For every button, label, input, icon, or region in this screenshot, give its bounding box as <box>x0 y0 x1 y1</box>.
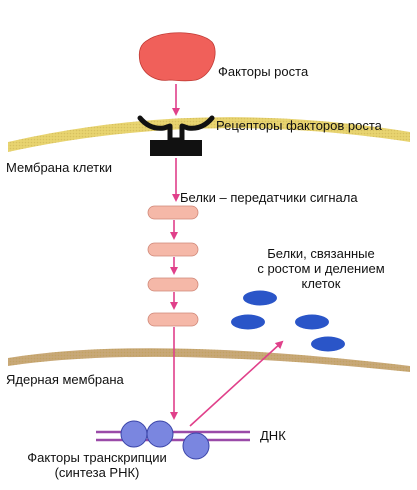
arrow-dna-to-proteins <box>189 340 284 427</box>
label-cell-membrane: Мембрана клетки <box>6 160 113 175</box>
nuclear-membrane-texture <box>8 348 410 372</box>
label-transcription-line2: (синтеза РНК) <box>54 465 140 480</box>
label-receptors: Рецепторы факторов роста <box>216 118 382 133</box>
label-transcription-factors: Факторы транскрипции (синтеза РНК) <box>8 450 186 480</box>
label-transcription-line1: Факторы транскрипции <box>27 450 167 465</box>
label-nuclear-membrane: Ядерная мембрана <box>6 372 124 387</box>
signal-protein-3 <box>147 277 199 292</box>
label-growth-proteins-line3: клеток <box>301 276 341 291</box>
label-growth-factors: Факторы роста <box>218 64 309 79</box>
growth-protein-3 <box>295 314 329 330</box>
label-growth-proteins-line2: с ростом и делением <box>257 261 385 276</box>
signal-protein-1 <box>147 205 199 220</box>
label-growth-proteins: Белки, связанные с ростом и делением кле… <box>246 246 396 291</box>
transcription-factor-1 <box>120 420 148 448</box>
label-dna: ДНК <box>260 428 286 443</box>
growth-protein-4 <box>311 336 345 352</box>
transcription-factor-3 <box>182 432 210 460</box>
cell-membrane-texture <box>8 117 410 152</box>
transcription-factor-2 <box>146 420 174 448</box>
label-growth-proteins-line1: Белки, связанные <box>267 246 375 261</box>
growth-factor-shape <box>138 32 216 82</box>
signal-protein-2 <box>147 242 199 257</box>
label-signal-proteins: Белки – передатчики сигнала <box>180 190 358 205</box>
growth-protein-1 <box>243 290 277 306</box>
receptor-shape <box>137 115 215 156</box>
signal-protein-4 <box>147 312 199 327</box>
growth-protein-2 <box>231 314 265 330</box>
